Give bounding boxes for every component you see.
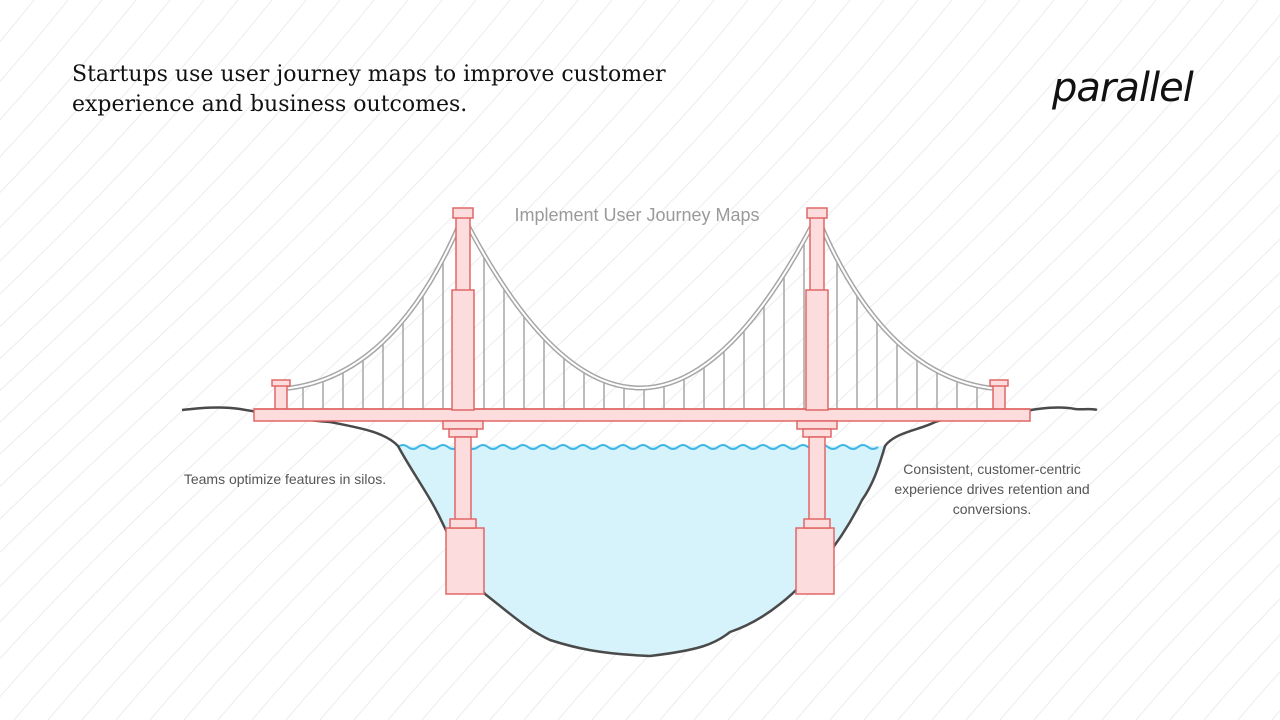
- water-surface: [397, 444, 879, 450]
- brand-logo: parallel: [1052, 65, 1194, 111]
- left-tower-footing: [445, 527, 485, 595]
- page-headline: Startups use user journey maps to improv…: [72, 62, 666, 117]
- right-side-label: Consistent, customer-centric experience …: [894, 461, 1090, 517]
- right-tower: [796, 207, 838, 529]
- diagram-title: Implement User Journey Maps: [514, 205, 760, 225]
- river-water: [398, 446, 885, 656]
- left-tower: [442, 207, 484, 529]
- left-side-label: Teams optimize features in silos.: [183, 471, 387, 487]
- bridge-deck: [253, 408, 1031, 422]
- main-cables: [280, 214, 1000, 392]
- right-tower-footing: [795, 527, 835, 595]
